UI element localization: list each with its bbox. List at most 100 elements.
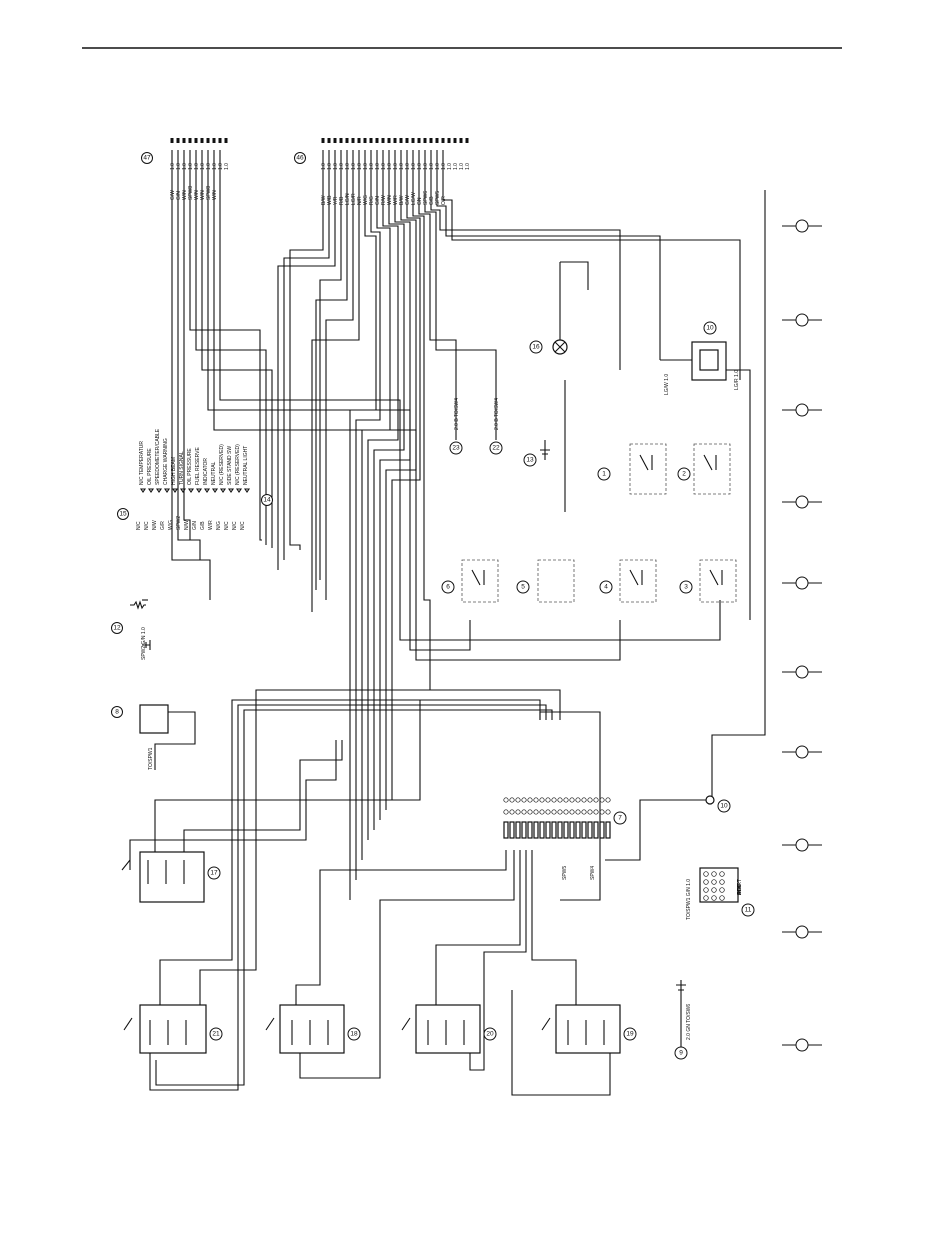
connector-arrow (219, 488, 227, 493)
svg-text:9: 9 (679, 1050, 683, 1057)
pin-terminal (345, 138, 349, 143)
svg-text:7: 7 (618, 815, 622, 822)
connector-description: NEUTRAL (211, 461, 217, 485)
wire-gauge: 1.0 (363, 163, 369, 170)
wire-code: R/B (339, 196, 345, 205)
wire-gauge: 1.0 (465, 163, 471, 170)
wire-code: G/W (405, 195, 411, 205)
fuse-terminal (551, 809, 557, 815)
legend-connector (795, 495, 809, 509)
svg-text:LG/W 1.0: LG/W 1.0 (664, 374, 670, 395)
connector-arrow (211, 488, 219, 493)
svg-text:13: 13 (526, 457, 534, 464)
switch-1: 1 (597, 443, 667, 495)
svg-text:47: 47 (143, 155, 151, 162)
connector-wire-code: G/B (200, 521, 206, 530)
wire-code: W/G (363, 195, 369, 205)
switch-17: 17 (121, 851, 221, 903)
legend-connector (795, 313, 809, 327)
fuse-body (521, 821, 527, 839)
fuse-terminal (527, 797, 533, 803)
switch-21: 21 (123, 1004, 223, 1054)
fuse-terminal (545, 809, 551, 815)
wire-code: SPW6 (423, 191, 429, 205)
svg-text:21: 21 (212, 1031, 220, 1038)
pin-terminal (423, 138, 427, 143)
wire-gauge: 1.0 (387, 163, 393, 170)
fuse-body (575, 821, 581, 839)
svg-text:10: 10 (706, 325, 714, 332)
legend-connector (795, 665, 809, 679)
wire-code: G/N (375, 196, 381, 205)
wire-gauge: 1.0 (429, 163, 435, 170)
pin-terminal (393, 138, 397, 143)
connector-arrow (187, 488, 195, 493)
pin-terminal (182, 138, 186, 143)
fuse-terminal (569, 809, 575, 815)
pin-terminal (176, 138, 180, 143)
fuse-terminal (539, 809, 545, 815)
fuse-body (599, 821, 605, 839)
fuse-body (557, 821, 563, 839)
pin-terminal (435, 138, 439, 143)
switch-5: 5 (516, 559, 575, 603)
switch-harness (129, 689, 611, 1096)
svg-text:10: 10 (720, 803, 728, 810)
connector-wire-code: N/G (216, 521, 222, 530)
connector-wire-code: W/G (168, 520, 174, 530)
fuse-terminal (533, 809, 539, 815)
fuse-terminal (593, 797, 599, 803)
legend-connector (795, 925, 809, 939)
pin-terminal (170, 138, 174, 143)
svg-text:46: 46 (296, 155, 304, 162)
pin-terminal (369, 138, 373, 143)
wire-code: R/W (381, 195, 387, 205)
connector-arrow (155, 488, 163, 493)
svg-text:SPW4: SPW4 (590, 866, 596, 880)
fuse-terminal (533, 797, 539, 803)
connector-wire-code: G/R (160, 521, 166, 530)
switch-2: 2 (677, 443, 731, 495)
component-13-16: 13 16 (523, 261, 589, 512)
connector-arrow (179, 488, 187, 493)
wire-gauge: 1.0 (200, 163, 206, 170)
fuse-terminal (509, 797, 515, 803)
fuse-terminal (551, 797, 557, 803)
fuse-terminal (575, 809, 581, 815)
fuse-body (605, 821, 611, 839)
connector-arrow (227, 488, 235, 493)
svg-text:22: 22 (492, 445, 500, 452)
fuse-body (581, 821, 587, 839)
wire-gauge: 1.0 (381, 163, 387, 170)
pin-terminal (363, 138, 367, 143)
pin-terminal (453, 138, 457, 143)
wire-gauge: 1.0 (194, 163, 200, 170)
connector-description: N/C (RESERVED) (219, 444, 225, 485)
connector-description: N/C TEMPERATUR (139, 441, 145, 485)
key-contact (703, 879, 709, 885)
switch-18: 18 (265, 1004, 361, 1054)
connector-arrow (235, 488, 243, 493)
component-9: 9 2.0 GN TO/SW6 (674, 980, 692, 1060)
pin-terminal (206, 138, 210, 143)
key-contact (711, 871, 717, 877)
key-contact (719, 879, 725, 885)
fuse-block-7: 7 SPW5 SPW4 (503, 711, 627, 901)
wire-gauge: 1.0 (405, 163, 411, 170)
legend-connector (795, 1038, 809, 1052)
wire-gauge: 1.0 (206, 163, 212, 170)
svg-text:12: 12 (113, 625, 121, 632)
wire-gauge: 1.0 (345, 163, 351, 170)
fuse-terminal (605, 797, 611, 803)
wire-gauge: 1.0 (339, 163, 345, 170)
key-contact (719, 887, 725, 893)
key-contact (719, 895, 725, 901)
connector-wire-code: N/C (240, 521, 246, 530)
wire-code: G/B (429, 196, 435, 205)
connector-arrow (195, 488, 203, 493)
legend-connector (795, 219, 809, 233)
key-position-label: START (737, 879, 743, 895)
wire-gauge: 1.0 (333, 163, 339, 170)
key-contact (711, 879, 717, 885)
connector-arrow (171, 488, 179, 493)
